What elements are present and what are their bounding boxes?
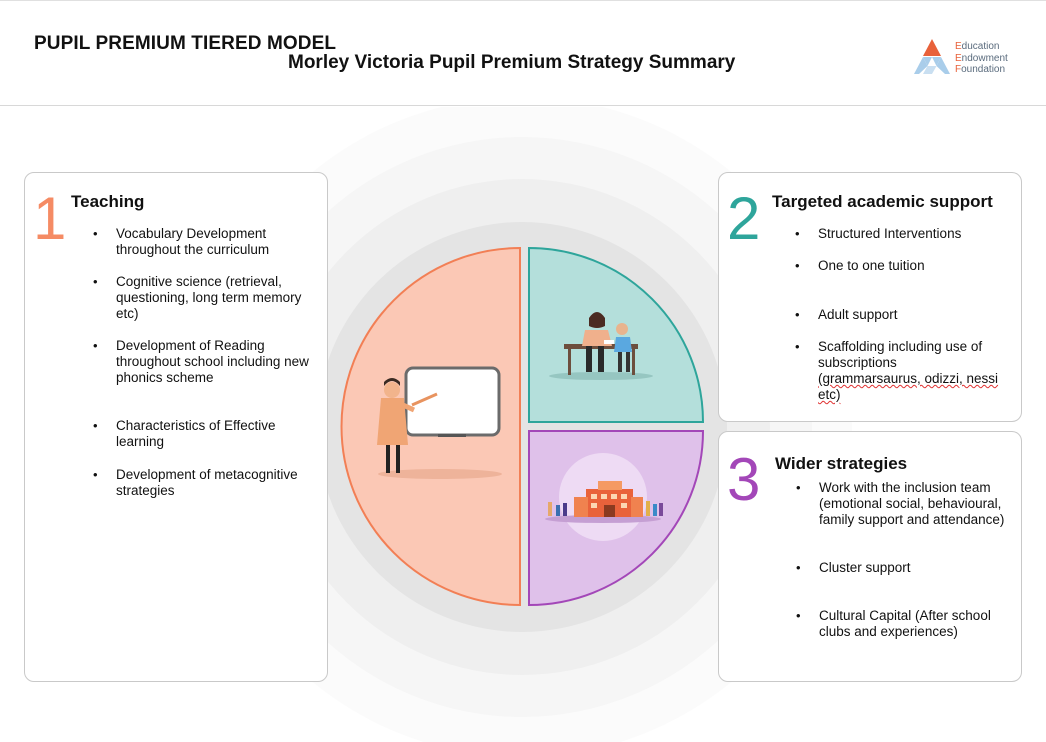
top-divider xyxy=(0,0,1046,1)
tier-1-number: 1 xyxy=(33,185,67,252)
eef-logo: Education Endowment Foundation xyxy=(912,38,1032,78)
list-item: Cluster support xyxy=(796,560,910,576)
page-subtitle: Morley Victoria Pupil Premium Strategy S… xyxy=(288,52,736,73)
tier-3-card: 3 Wider strategies Work with the inclusi… xyxy=(718,431,1022,682)
tier-1-heading: Teaching xyxy=(71,192,145,211)
tutoring-desk-icon xyxy=(549,312,653,380)
tier-3-heading: Wider strategies xyxy=(775,454,908,473)
list-item: Cognitive science (retrieval, questionin… xyxy=(93,274,321,322)
list-item: Vocabulary Development throughout the cu… xyxy=(93,226,321,258)
tier-2-heading: Targeted academic support xyxy=(772,192,993,211)
teacher-whiteboard-icon xyxy=(377,366,502,479)
tier-3-number: 3 xyxy=(727,446,761,513)
logo-line-3: Foundation xyxy=(955,64,1006,75)
logo-line-2: Endowment xyxy=(955,52,1008,64)
list-item-text: Scaffolding including use of subscriptio… xyxy=(818,339,983,370)
list-item: Cultural Capital (After school clubs and… xyxy=(796,608,1009,640)
header: PUPIL PREMIUM TIERED MODEL Morley Victor… xyxy=(0,0,1046,106)
list-item: Structured Interventions xyxy=(795,226,961,242)
list-item: Development of Reading throughout school… xyxy=(93,338,321,386)
list-item: Characteristics of Effective learning xyxy=(93,418,321,450)
list-item-subscriptions: (grammarsaurus, odizzi, nessi etc) xyxy=(818,371,999,402)
logo-line-1: Education xyxy=(955,41,1000,52)
list-item: Adult support xyxy=(795,307,897,323)
eef-logo-icon xyxy=(914,39,950,74)
tier-2-number: 2 xyxy=(727,185,761,252)
list-item: Development of metacognitive strategies xyxy=(93,467,321,499)
school-community-icon xyxy=(545,453,663,541)
list-item: One to one tuition xyxy=(795,258,924,274)
list-item: Work with the inclusion team (emotional … xyxy=(796,480,1009,528)
eef-logo-text: Education Endowment Foundation xyxy=(955,41,1008,76)
list-item: Scaffolding including use of subscriptio… xyxy=(795,339,1008,403)
tier-2-card: 2 Targeted academic support Structured I… xyxy=(718,172,1022,422)
tier-1-card: 1 Teaching Vocabulary Development throug… xyxy=(24,172,328,682)
tier-2-segment xyxy=(528,246,705,423)
page-title: PUPIL PREMIUM TIERED MODEL xyxy=(34,33,337,54)
